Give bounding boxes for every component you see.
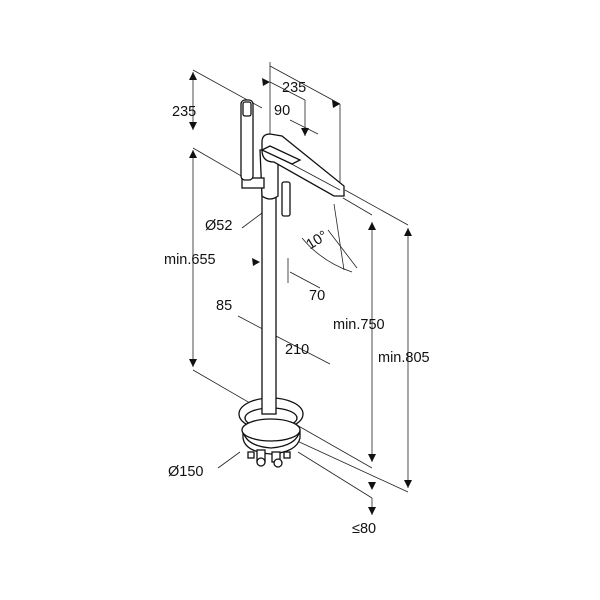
dim-max-80: ≤80: [352, 521, 376, 537]
dim-min-655: min.655: [164, 252, 216, 268]
dim-spout-90: 90: [274, 103, 290, 119]
dim-min-805: min.805: [378, 350, 430, 366]
dimension-arrows: [189, 72, 412, 515]
dim-diameter-52: Ø52: [205, 218, 232, 234]
dim-diameter-150: Ø150: [168, 464, 203, 480]
dim-70: 70: [309, 288, 325, 304]
dim-top-right-235: 235: [282, 80, 306, 96]
dimension-lines: [192, 62, 409, 515]
dim-top-left-235: 235: [172, 104, 196, 120]
dim-85: 85: [216, 298, 232, 314]
dim-210: 210: [285, 342, 309, 358]
dim-angle-10: 10°: [304, 228, 331, 253]
faucet-body: [238, 99, 345, 468]
dim-min-750: min.750: [333, 317, 385, 333]
